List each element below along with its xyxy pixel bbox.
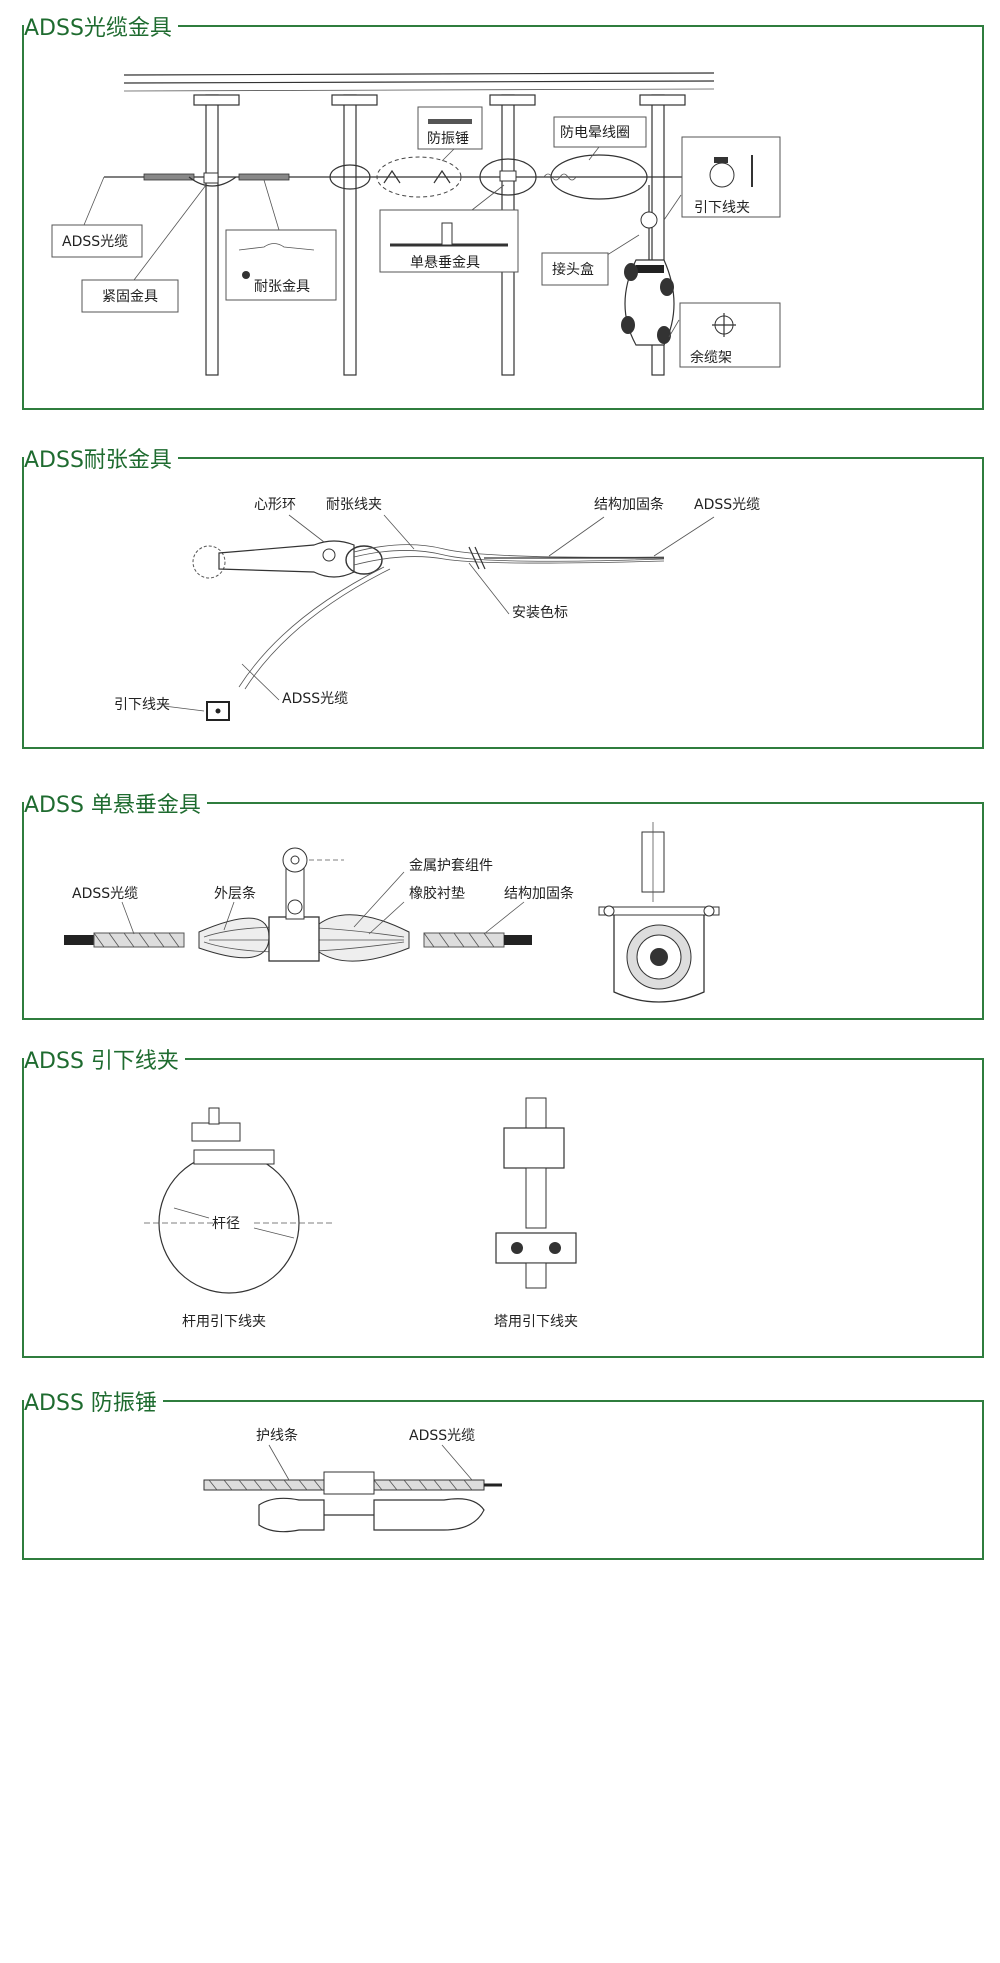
section-down-lead: ADSS 引下线夹 杆径 杆用引下线夹 塔用引下线夹 — [22, 1043, 984, 1358]
label-rubber-pad: 橡胶衬垫 — [409, 885, 465, 902]
down-lead-diagram: 杆径 杆用引下线夹 塔用引下线夹 — [144, 1097, 578, 1330]
label-adss-cable-lower: ADSS光缆 — [282, 691, 348, 707]
label-spare-rack: 余缆架 — [690, 349, 732, 366]
label-tower-clamp: 塔用引下线夹 — [494, 1314, 578, 1330]
label-adss-cable: ADSS光缆 — [409, 1428, 475, 1444]
label-adss-cable: ADSS光缆 — [62, 234, 128, 250]
section-top-rule — [174, 1058, 984, 1060]
label-down-lead-clamp: 引下线夹 — [694, 200, 750, 216]
label-joint-box: 接头盒 — [552, 261, 594, 278]
label-damper: 防振锤 — [427, 131, 469, 147]
label-outer-rod: 外层条 — [214, 885, 256, 902]
label-reinforcing-rod: 结构加固条 — [594, 496, 664, 513]
overview-diagram: ADSS光缆 紧固金具 耐张金具 防振锤 单悬垂金具 防电晕线圈 引下线夹 接头… — [51, 72, 781, 376]
label-pole-diameter: 杆径 — [212, 1216, 240, 1232]
label-tight-fitting: 紧固金具 — [102, 289, 158, 305]
cross-section — [598, 822, 720, 1003]
section-title: ADSS 单悬垂金具 — [24, 787, 207, 819]
damper-diagram: 护线条 ADSS光缆 — [203, 1427, 502, 1533]
label-down-lead-clamp: 引下线夹 — [114, 697, 170, 713]
tension-diagram: 心形环 耐张线夹 结构加固条 ADSS光缆 安装色标 引下线夹 ADSS光缆 — [114, 496, 760, 721]
label-adss-cable: ADSS光缆 — [694, 497, 760, 513]
label-install-mark: 安装色标 — [512, 604, 568, 621]
label-tension-clamp: 耐张线夹 — [326, 497, 382, 513]
label-guard-rod: 护线条 — [256, 1427, 298, 1444]
section-title: ADSS光缆金具 — [24, 10, 178, 42]
pole-1 — [193, 94, 240, 376]
label-reinforcing-rod: 结构加固条 — [504, 885, 574, 902]
section-top-rule — [194, 802, 984, 804]
section-top-rule — [154, 1400, 984, 1402]
label-metal-sheath: 金属护套组件 — [409, 858, 493, 874]
label-thimble: 心形环 — [254, 497, 296, 513]
single-suspension-diagram: ADSS光缆 外层条 金属护套组件 橡胶衬垫 结构加固条 — [64, 822, 720, 1003]
section-overview: ADSS光缆金具 — [22, 10, 984, 410]
label-single-suspension: 单悬垂金具 — [410, 255, 480, 271]
section-damper: ADSS 防振锤 护线条 ADSS光缆 — [22, 1385, 984, 1560]
pole-2 — [331, 94, 378, 376]
section-title: ADSS 引下线夹 — [24, 1043, 185, 1075]
label-adss-cable: ADSS光缆 — [72, 886, 138, 902]
section-single-suspension: ADSS 单悬垂金具 — [22, 787, 984, 1020]
section-title: ADSS耐张金具 — [24, 442, 178, 474]
label-pole-clamp: 杆用引下线夹 — [182, 1314, 266, 1330]
section-top-rule — [174, 25, 984, 27]
section-top-rule — [176, 457, 984, 459]
label-tension-fitting: 耐张金具 — [254, 279, 310, 295]
label-corona-ring: 防电晕线圈 — [560, 125, 630, 141]
section-tension: ADSS耐张金具 心形环 耐张线夹 结构加固条 ADSS光缆 安装色标 引下 — [22, 442, 984, 749]
section-title: ADSS 防振锤 — [24, 1385, 163, 1417]
